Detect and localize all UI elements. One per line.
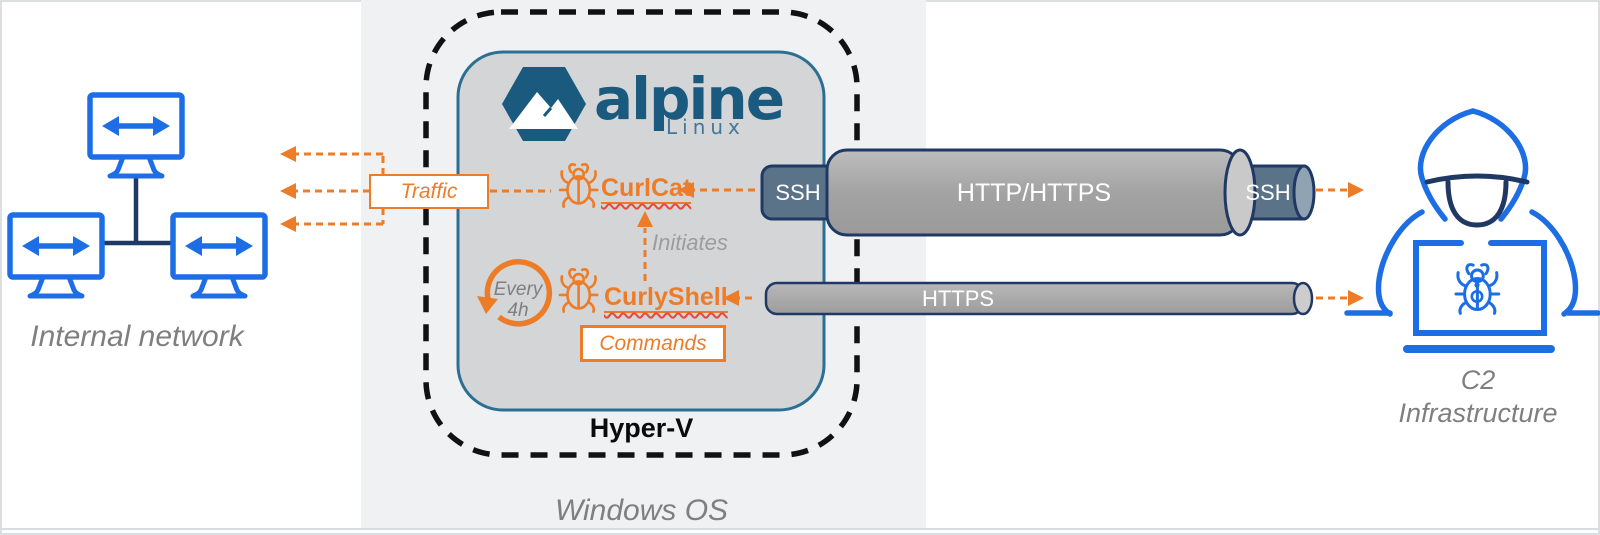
alpine-vm-box [456, 50, 826, 412]
alpine-wordmark-sub: Linux [666, 115, 745, 139]
commands-label: Commands [599, 331, 707, 355]
c2-label-line1: C2 [1460, 365, 1496, 395]
c2-label-line2: Infrastructure [1398, 398, 1558, 428]
traffic-flow-dashes [296, 152, 1348, 300]
alpine-mountains-icon [509, 92, 578, 129]
windows-os-label: Windows OS [554, 494, 729, 527]
alpine-wordmark: alpine [594, 65, 783, 133]
laptop-outline [1413, 240, 1547, 336]
traffic-label: Traffic [400, 179, 458, 203]
curlcat-label: CurlCat [601, 174, 692, 204]
initiates-label: Initiates [652, 230, 728, 255]
alpine-linux-logo: alpine Linux [502, 65, 785, 141]
curlcat-text: CurlCat [601, 174, 692, 202]
ssh-left-tube-label: SSH [775, 180, 820, 205]
ssh-right-tube-label: SSH [1245, 180, 1290, 205]
network-link-lines [102, 176, 174, 246]
monitor-icon [90, 95, 182, 176]
flow-arrowheads [280, 146, 1364, 306]
monitor-icon [173, 215, 265, 296]
laptop-screen [1418, 245, 1540, 331]
https-tube-label: HTTPS [922, 286, 994, 311]
schedule-line1: Every [493, 279, 543, 300]
hyperv-label: Hyper-V [589, 413, 694, 443]
monitor-icon [10, 215, 102, 296]
recurring-schedule-icon [477, 259, 553, 327]
ssh-in-http-tunnel-tube: SSH HTTP/HTTPS SSH [760, 148, 1316, 237]
internal-network-label: Internal network [30, 320, 244, 353]
c2-infrastructure-label: C2 Infrastructure [1368, 364, 1588, 430]
http-https-tube-label: HTTP/HTTPS [957, 179, 1111, 207]
slide-bottom-rule [0, 528, 1600, 530]
schedule-line2: 4h [507, 300, 529, 321]
internal-network-icon [10, 95, 265, 296]
hacker-icon [1344, 108, 1600, 353]
curlyshell-label: CurlyShell [604, 285, 728, 313]
curlyshell-text: CurlyShell [604, 283, 728, 311]
mountain-notch [542, 107, 553, 117]
commands-tag: Commands [580, 325, 726, 362]
traffic-tag: Traffic [369, 174, 489, 209]
schedule-label: Every 4h [484, 279, 552, 321]
https-tunnel-tube: HTTPS [764, 281, 1314, 316]
